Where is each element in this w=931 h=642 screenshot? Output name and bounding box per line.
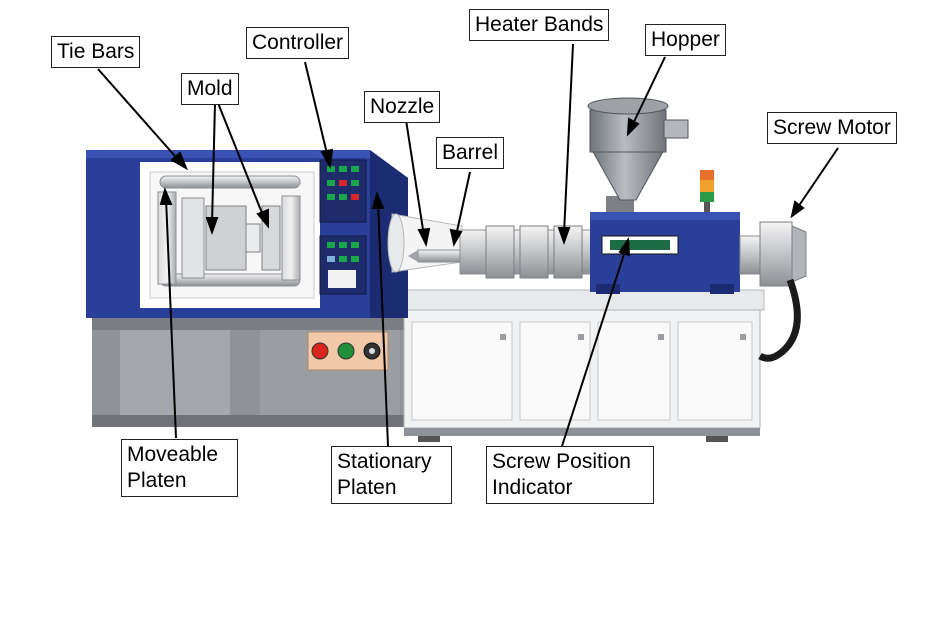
signal-tower [700, 170, 714, 212]
controller-panel [319, 159, 367, 295]
label-screw-motor: Screw Motor [767, 112, 897, 144]
button-panel [307, 331, 389, 371]
label-stationary-platen: Stationary Platen [331, 446, 452, 504]
label-moveable-platen-line1: Moveable [127, 443, 219, 466]
screw-motor [739, 221, 807, 362]
label-stationary-platen-line2: Platen [337, 476, 397, 499]
label-tie-bars: Tie Bars [51, 36, 141, 68]
barrel [459, 225, 597, 279]
label-barrel: Barrel [436, 137, 505, 169]
label-screw-position-indicator: Screw Position Indicator [486, 446, 654, 504]
label-heater-bands: Heater Bands [469, 9, 610, 41]
label-screw-position-indicator-line2: Indicator [492, 476, 573, 499]
label-screw-position-indicator-line1: Screw Position [492, 450, 631, 473]
pointer-lines [97, 43, 839, 447]
label-hopper: Hopper [645, 24, 726, 56]
label-mold: Mold [181, 73, 239, 105]
injection-drive [590, 212, 740, 294]
label-nozzle: Nozzle [364, 91, 441, 123]
label-moveable-platen: Moveable Platen [121, 439, 238, 497]
label-moveable-platen-line2: Platen [127, 469, 187, 492]
label-stationary-platen-line1: Stationary [337, 450, 432, 473]
injection-cabinet [385, 289, 765, 442]
label-controller: Controller [246, 27, 350, 59]
